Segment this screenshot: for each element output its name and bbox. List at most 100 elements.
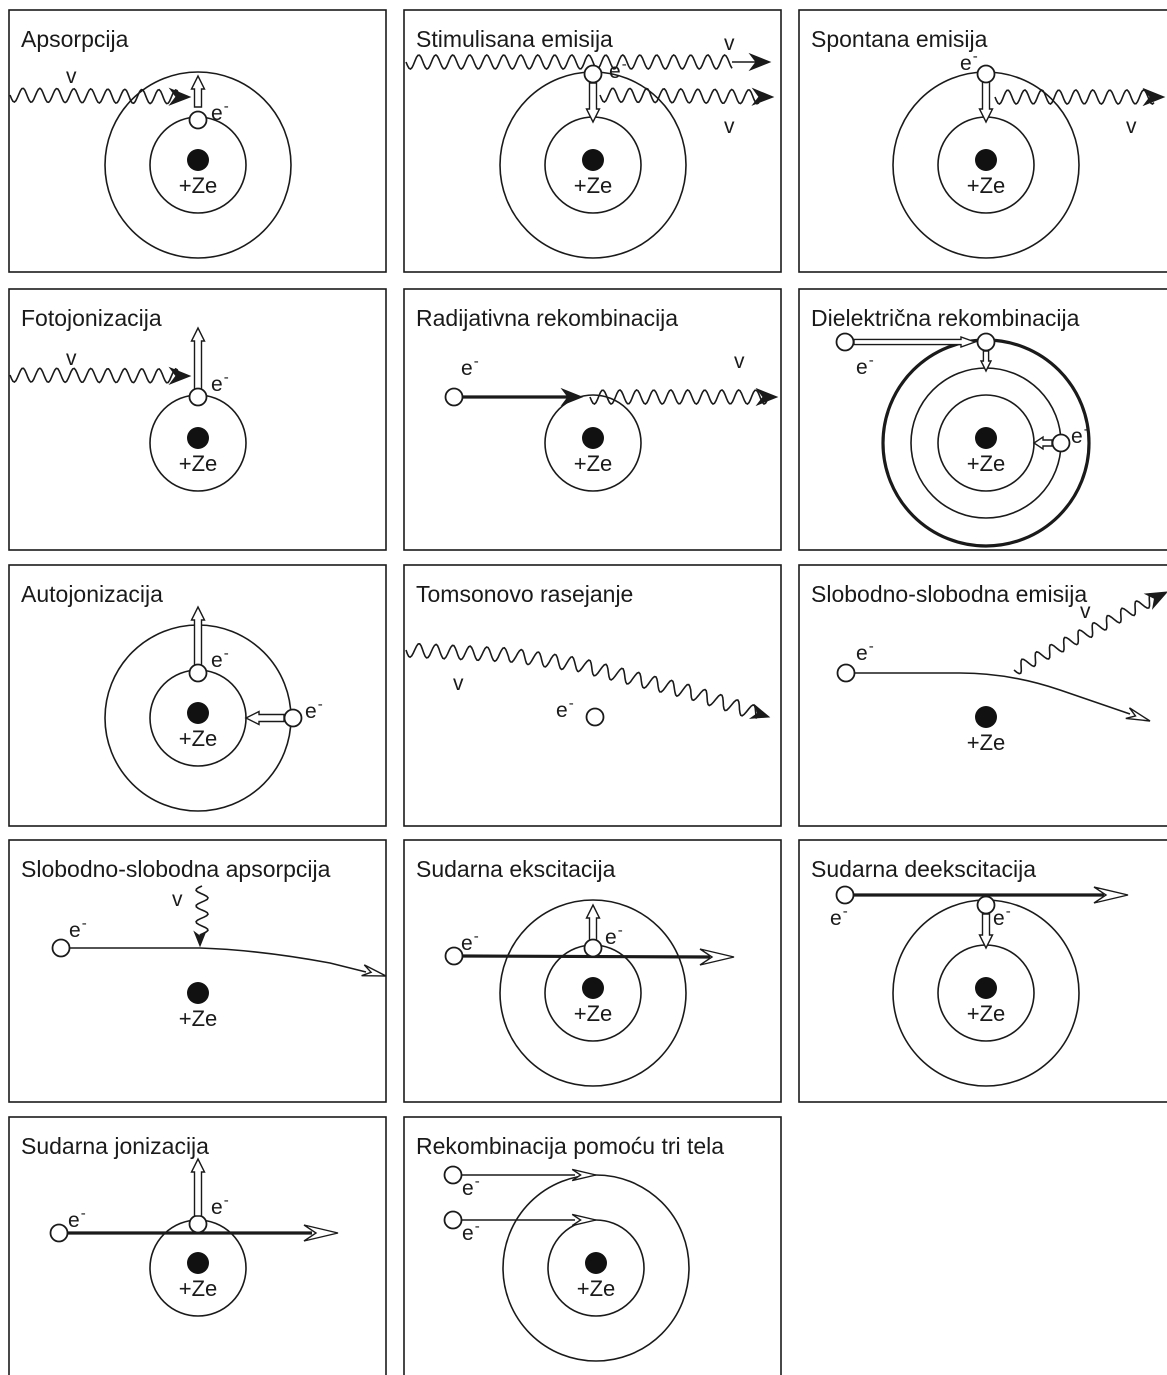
photon-wave <box>994 89 1155 105</box>
arrowhead <box>571 1213 597 1227</box>
nucleus-label: +Ze <box>577 1276 616 1301</box>
transition-arrow <box>978 81 994 124</box>
arrowhead <box>751 87 775 106</box>
transition-arrow <box>244 710 285 726</box>
photon-wave <box>589 389 768 405</box>
nucleus <box>187 149 209 171</box>
electron-path <box>855 672 1131 715</box>
nucleus-label: +Ze <box>179 1276 218 1301</box>
electron-charge: - <box>474 353 479 370</box>
electron-charge: - <box>475 1173 480 1190</box>
panel-title: Rekombinacija pomoću tri tela <box>416 1133 724 1159</box>
electron <box>283 708 303 728</box>
photon-label: v <box>1080 600 1091 623</box>
transition-arrow <box>1032 435 1053 451</box>
photon-wave <box>599 87 764 105</box>
electron-charge: - <box>224 98 229 115</box>
orbit <box>544 394 642 492</box>
electron <box>444 387 464 407</box>
nucleus-label: +Ze <box>967 730 1006 755</box>
electron-charge: - <box>1084 421 1089 438</box>
nucleus-label: +Ze <box>574 451 613 476</box>
nucleus <box>582 149 604 171</box>
panel-sudarna-jonizacija: Sudarna jonizacija+Zee-e- <box>8 1116 387 1375</box>
panel-frame <box>8 839 387 1103</box>
electron-charge: - <box>474 928 479 945</box>
nucleus <box>582 427 604 449</box>
electron-charge: - <box>843 903 848 920</box>
nucleus <box>187 1252 209 1274</box>
nucleus-label: +Ze <box>179 726 218 751</box>
electron <box>443 1210 463 1230</box>
electron <box>443 1165 463 1185</box>
electron <box>585 707 605 727</box>
nucleus <box>187 702 209 724</box>
transition-arrow <box>853 336 978 348</box>
transition-arrow <box>978 913 994 950</box>
photon-label: v <box>172 888 183 911</box>
electron-path <box>461 954 711 959</box>
electron <box>188 1214 208 1234</box>
arrowhead <box>748 52 772 72</box>
orbit <box>499 899 687 1087</box>
arrowhead <box>560 387 584 407</box>
arrowhead <box>1143 591 1167 610</box>
panel-slobodno-slobodna-apsorpcija: Slobodno-slobodna apsorpcija+Zee-v <box>8 839 387 1103</box>
photon-wave <box>1013 593 1161 675</box>
panel-slobodno-slobodna-emisija: Slobodno-slobodna emisija+Zee-v <box>798 564 1167 827</box>
electron-charge: - <box>318 696 323 713</box>
panel-frame <box>403 1116 782 1375</box>
panel-sudarna-ekscitacija: Sudarna ekscitacija+Zee-e- <box>403 839 782 1103</box>
nucleus <box>975 149 997 171</box>
electron <box>583 938 603 958</box>
nucleus-label: +Ze <box>179 173 218 198</box>
panel-title: Stimulisana emisija <box>416 26 613 52</box>
electron-charge: - <box>224 369 229 386</box>
panel-autojonizacija: Autojonizacija+Zee-e- <box>8 564 387 827</box>
nucleus <box>975 427 997 449</box>
electron <box>583 64 603 84</box>
photon-label: v <box>66 65 77 88</box>
photon-wave <box>195 885 209 936</box>
nucleus <box>585 1252 607 1274</box>
panel-dielektricna-rekombinacija: Dielektrična rekombinacija+Zee-e- <box>798 288 1167 551</box>
transition-arrow <box>585 82 601 124</box>
electron <box>835 885 855 905</box>
panel-title: Slobodno-slobodna apsorpcija <box>21 856 331 882</box>
panel-title: Apsorpcija <box>21 26 129 52</box>
nucleus <box>975 706 997 728</box>
arrowhead <box>1093 886 1129 904</box>
nucleus-label: +Ze <box>179 451 218 476</box>
transition-arrow <box>190 74 206 108</box>
electron-charge: - <box>81 1205 86 1222</box>
electron-charge: - <box>622 56 627 73</box>
nucleus-label: +Ze <box>967 451 1006 476</box>
electron <box>836 663 856 683</box>
electron <box>188 663 208 683</box>
arrowhead <box>748 703 771 719</box>
panel-title: Spontana emisija <box>811 26 988 52</box>
panel-title: Dielektrična rekombinacija <box>811 305 1080 331</box>
arrowhead <box>361 964 387 977</box>
photon-label: v <box>66 347 77 370</box>
electron-charge: - <box>1006 903 1011 920</box>
panel-radijativna-rekombinacija: Radijativna rekombinacija+Zee-v <box>403 288 782 551</box>
arrowhead <box>303 1224 339 1242</box>
electron-charge: - <box>869 352 874 369</box>
panel-frame <box>403 839 782 1103</box>
transition-arrow <box>190 326 206 390</box>
photon-wave <box>9 367 181 384</box>
nucleus <box>187 982 209 1004</box>
nucleus <box>582 977 604 999</box>
arrowhead <box>699 948 735 966</box>
arrowhead <box>168 87 192 106</box>
arrowhead <box>193 930 207 948</box>
electron <box>835 332 855 352</box>
photon-wave <box>405 54 733 70</box>
electron-charge: - <box>618 922 623 939</box>
electron-charge: - <box>569 695 574 712</box>
nucleus-label: +Ze <box>967 173 1006 198</box>
